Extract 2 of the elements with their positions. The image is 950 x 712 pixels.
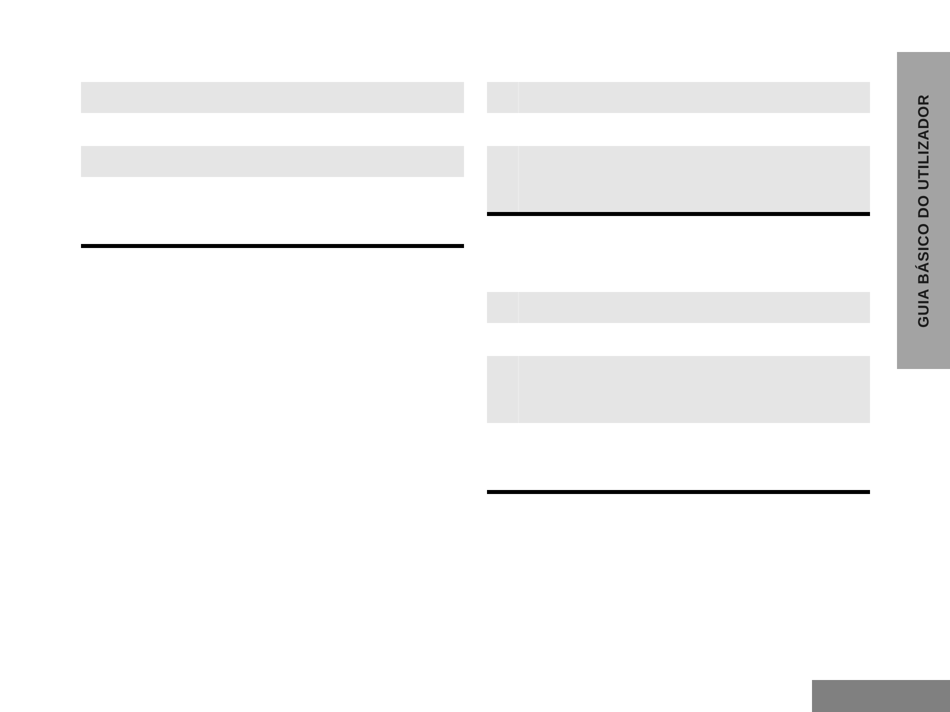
side-tab bbox=[897, 52, 950, 369]
section-title: GUIA BÁSICO DO UTILIZADOR bbox=[915, 94, 932, 328]
